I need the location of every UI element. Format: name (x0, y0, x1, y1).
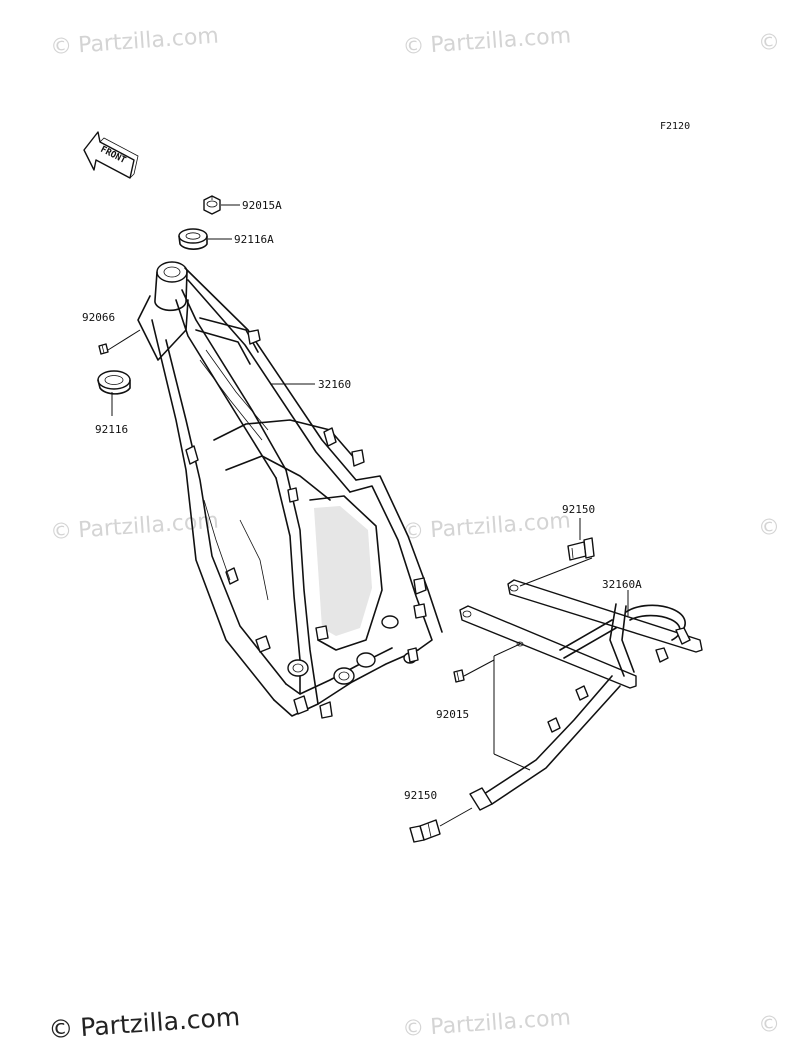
main-frame-32160-icon (137, 261, 443, 719)
label-92015A: 92015A (242, 199, 282, 212)
front-arrow-icon: FRONT (83, 131, 139, 179)
diagram-code: F2120 (660, 121, 690, 132)
label-92015: 92015 (436, 708, 469, 721)
bolt-92015-icon (453, 669, 465, 683)
watermark-text: Partzilla.com (430, 23, 572, 58)
label-32160: 32160 (318, 378, 351, 391)
bolt-92150-top-icon (567, 537, 595, 561)
leader-lines (107, 204, 629, 827)
label-92150-top: 92150 (562, 503, 595, 516)
watermark-text: Partzilla.com (77, 509, 219, 544)
watermark-symbol: © (49, 519, 73, 545)
watermark-text: Partzilla.com (77, 24, 219, 59)
watermark-symbol: © (402, 1016, 426, 1042)
watermark-text-main: Partzilla.com (79, 1002, 241, 1042)
watermark-text: Partzilla.com (430, 1005, 572, 1040)
label-92116A: 92116A (234, 233, 274, 246)
watermark-symbol: © (402, 34, 426, 60)
watermark-symbol: © (401, 519, 425, 545)
watermark-symbol: © (757, 515, 781, 541)
nut-92015A-icon (203, 195, 221, 215)
watermark-symbol: © (757, 1012, 781, 1038)
bolt-92150-bottom-icon (409, 819, 441, 843)
seal-92116A-icon (178, 228, 208, 250)
bolt-92066-icon (98, 343, 109, 355)
seal-92116-icon (97, 370, 131, 395)
subframe-32160A-icon (459, 579, 703, 811)
label-32160A: 32160A (602, 578, 642, 591)
watermark-symbol: © (757, 30, 781, 56)
label-92116: 92116 (95, 423, 128, 436)
watermark-text: Partzilla.com (429, 508, 571, 543)
watermark-symbol-main: © (47, 1014, 74, 1045)
label-92150-bottom: 92150 (404, 789, 437, 802)
watermark-symbol: © (49, 34, 73, 60)
label-92066: 92066 (82, 311, 115, 324)
watermarks: © Partzilla.com © Partzilla.com © © Part… (47, 23, 781, 1044)
part-labels: 92015A 92116A 92066 92116 32160 92150 32… (82, 199, 642, 802)
